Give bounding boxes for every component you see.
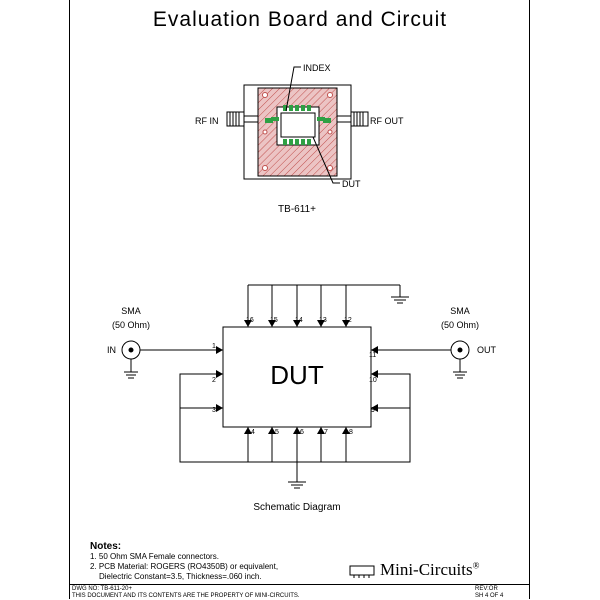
pin-11: 11 — [369, 352, 376, 359]
drawing-number: DWG NO: TB-611-20+ — [72, 586, 132, 592]
brand-mark: ® — [472, 560, 480, 571]
footer-left: DWG NO: TB-611-20+ THIS DOCUMENT AND ITS… — [72, 586, 300, 600]
pin-9: 9 — [371, 407, 375, 414]
sma-right-label: SMA — [450, 306, 470, 316]
dut-chip-label: DUT — [270, 360, 324, 390]
footer-right: REV:OR SH 4 OF 4 — [475, 586, 503, 600]
dut-leader — [312, 136, 340, 184]
pin-arrows — [216, 320, 378, 434]
sma-right-impedance: (50 Ohm) — [441, 320, 479, 330]
note-2a: 2. PCB Material: ROGERS (RO4350B) or equ… — [90, 562, 279, 571]
footer-divider — [70, 584, 529, 585]
schematic-caption: Schematic Diagram — [253, 502, 340, 513]
drawing-frame — [69, 0, 530, 599]
pin-8: 8 — [349, 429, 353, 436]
pin-12: 12 — [344, 317, 352, 324]
brand-name: Mini-Circuits — [380, 560, 473, 579]
pcb-pads — [265, 105, 331, 145]
pin-10: 10 — [369, 377, 377, 384]
index-label: INDEX — [303, 63, 331, 73]
sma-left-label: SMA — [121, 306, 141, 316]
sma-connector-left — [226, 111, 259, 127]
pin-4: 4 — [251, 429, 255, 436]
sma-left-impedance: (50 Ohm) — [112, 320, 150, 330]
pin-16: 16 — [246, 317, 254, 324]
pin-numbers: 1 2 3 4 5 6 7 8 9 10 11 12 13 14 15 16 — [212, 317, 377, 436]
pin-6: 6 — [300, 429, 304, 436]
dut-board-label: DUT — [342, 179, 361, 189]
pin-2: 2 — [212, 377, 216, 384]
brand-logo: Mini-Circuits® — [380, 560, 479, 580]
note-2b: Dielectric Constant=3.5, Thickness=.060 … — [99, 572, 262, 581]
chip-logo-icon — [349, 565, 375, 578]
pin-7: 7 — [324, 429, 328, 436]
sma-connector-right — [336, 111, 369, 127]
pin-13: 13 — [319, 317, 327, 324]
out-port-label: OUT — [477, 345, 497, 355]
revision: REV:OR — [475, 586, 498, 592]
rf-in-label: RF IN — [195, 116, 219, 126]
dut-footprint — [280, 112, 316, 138]
mounting-holes — [262, 92, 333, 171]
in-port-label: IN — [107, 345, 116, 355]
notes-heading: Notes: — [90, 541, 122, 552]
sheet-number: SH 4 OF 4 — [475, 593, 504, 599]
rf-out-label: RF OUT — [370, 116, 404, 126]
pin-5: 5 — [275, 429, 279, 436]
legal-notice: THIS DOCUMENT AND ITS CONTENTS ARE THE P… — [72, 593, 300, 599]
notes-block: Notes: 1. 50 Ohm SMA Female connectors. … — [90, 542, 278, 582]
page-title: Evaluation Board and Circuit — [152, 8, 448, 31]
index-leader — [285, 66, 301, 112]
pin-15: 15 — [270, 317, 278, 324]
pin-1: 1 — [212, 343, 216, 350]
note-1: 1. 50 Ohm SMA Female connectors. — [90, 552, 219, 561]
pin-14: 14 — [295, 317, 303, 324]
pin-3: 3 — [212, 407, 216, 414]
board-part-number: TB-611+ — [278, 204, 316, 215]
